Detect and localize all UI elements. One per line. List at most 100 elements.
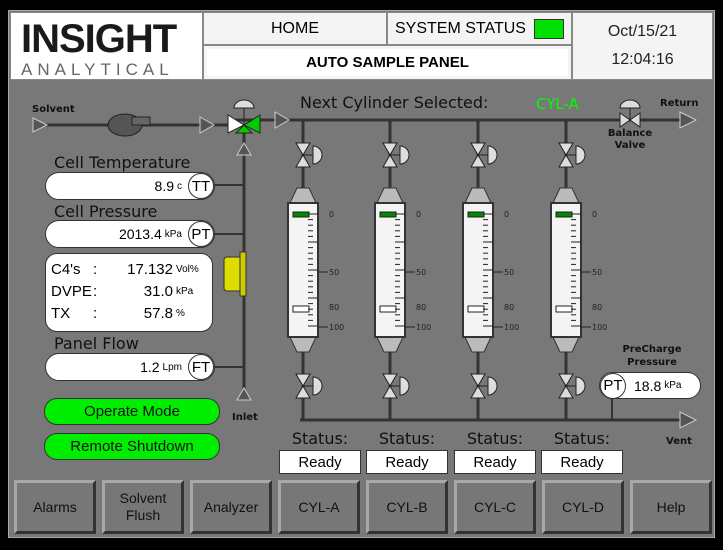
separator: : [93, 282, 98, 300]
analyzer-row: TX:57.8% [51, 302, 212, 324]
cell-temperature-label: Cell Temperature [54, 153, 191, 172]
nav-button-cyl-d[interactable]: CYL-D [542, 480, 624, 534]
pump-icon [107, 113, 151, 137]
scale-50: 50 [504, 268, 514, 277]
datetime: Oct/15/21 12:04:16 [572, 12, 713, 80]
cell-pressure-value: 2013.4 [118, 226, 162, 242]
reading-value: 31.0 [143, 282, 173, 300]
page-title-text: AUTO SAMPLE PANEL [207, 49, 568, 76]
piston-bottom [555, 305, 573, 313]
three-way-valve-icon [227, 99, 261, 134]
bottom-valve-icon [295, 373, 323, 399]
solvent-label: Solvent [32, 104, 75, 115]
cylinder-0: 0 50 80 100 [287, 120, 344, 420]
system-status-label: SYSTEM STATUS [395, 19, 526, 37]
nav-button-analyzer[interactable]: Analyzer [190, 480, 272, 534]
home-label: HOME [271, 19, 319, 37]
precharge-label: PreCharge Pressure [622, 344, 682, 368]
home-button[interactable]: HOME [203, 12, 387, 45]
system-status[interactable]: SYSTEM STATUS [387, 12, 572, 45]
scale-80: 80 [416, 303, 426, 312]
status-label: Status: [466, 429, 524, 448]
cell-pressure-unit: kPa [164, 228, 182, 240]
cell-temperature-value: 8.9 [154, 178, 174, 194]
scale-100: 100 [504, 323, 519, 332]
page-title: AUTO SAMPLE PANEL [203, 45, 572, 80]
return-label: Return [660, 98, 699, 109]
time: 12:04:16 [611, 51, 674, 68]
vent-label: Vent [666, 436, 692, 447]
tt-tag: TT [188, 173, 214, 199]
top-valve-icon [558, 142, 586, 168]
status-indicator [533, 18, 564, 39]
scale-0: 0 [329, 210, 334, 219]
scale-50: 50 [416, 268, 426, 277]
cylinder-1: 0 50 80 100 [374, 120, 431, 420]
cylinder-2: 0 50 80 100 [462, 120, 519, 420]
return-arrow-icon [679, 111, 698, 129]
piston-bottom [467, 305, 485, 313]
scale-80: 80 [504, 303, 514, 312]
status-value: Ready [366, 450, 448, 474]
scale-80: 80 [329, 303, 339, 312]
nav-button-cyl-b[interactable]: CYL-B [366, 480, 448, 534]
top-valve-icon [295, 142, 323, 168]
reading-name: C4's [51, 260, 81, 278]
date: Oct/15/21 [607, 23, 678, 40]
logo: INSIGHT ANALYTICAL [10, 12, 203, 80]
next-cylinder-label: Next Cylinder Selected: [300, 93, 489, 112]
flow-arrow-icon [236, 142, 252, 156]
solvent-arrow-icon [32, 117, 49, 133]
nav-button-cyl-c[interactable]: CYL-C [454, 480, 536, 534]
scale-0: 0 [592, 210, 597, 219]
scale-0: 0 [504, 210, 509, 219]
separator: : [93, 260, 98, 278]
status-value: Ready [279, 450, 361, 474]
piston-bottom [379, 305, 397, 313]
bottom-valve-icon [470, 373, 498, 399]
scale-80: 80 [592, 303, 602, 312]
logo-text: INSIGHT [21, 17, 177, 61]
piston-top [292, 211, 310, 218]
pt-tag: PT [600, 372, 626, 399]
nav-button-help[interactable]: Help [630, 480, 712, 534]
ft-tag: FT [188, 354, 214, 380]
precharge-unit: kPa [664, 380, 682, 391]
nav-button-solvent-flush[interactable]: Solvent Flush [102, 480, 184, 534]
balance-valve-label: Balance Valve [607, 128, 653, 151]
bottom-valve-icon [382, 373, 410, 399]
flow-arrow-icon [199, 116, 216, 134]
flow-arrow-icon [274, 111, 291, 129]
status-label: Status: [378, 429, 436, 448]
reading-name: DVPE [51, 282, 92, 300]
nav-button-alarms[interactable]: Alarms [14, 480, 96, 534]
inlet-arrow-icon [236, 387, 252, 401]
status-value: Ready [541, 450, 623, 474]
inlet-label: Inlet [232, 412, 258, 423]
cell-temperature-unit: c [177, 180, 182, 192]
next-cylinder-value: CYL-A [536, 95, 579, 113]
piston-top [379, 211, 397, 218]
cell-pressure-label: Cell Pressure [54, 202, 158, 221]
scale-100: 100 [592, 323, 607, 332]
top-valve-icon [382, 142, 410, 168]
operate-mode-button[interactable]: Operate Mode [44, 398, 220, 425]
vent-arrow-icon [679, 411, 698, 429]
scale-100: 100 [416, 323, 431, 332]
reading-unit: Vol% [176, 263, 199, 275]
reading-value: 57.8 [143, 304, 173, 322]
piston-bottom [292, 305, 310, 313]
scale-0: 0 [416, 210, 421, 219]
status-value: Ready [454, 450, 536, 474]
panel-flow-value: 1.2 [140, 359, 160, 375]
nav-button-cyl-a[interactable]: CYL-A [278, 480, 360, 534]
remote-shutdown-button[interactable]: Remote Shutdown [44, 433, 220, 460]
separator: : [93, 304, 98, 322]
panel-flow-label: Panel Flow [54, 334, 139, 353]
